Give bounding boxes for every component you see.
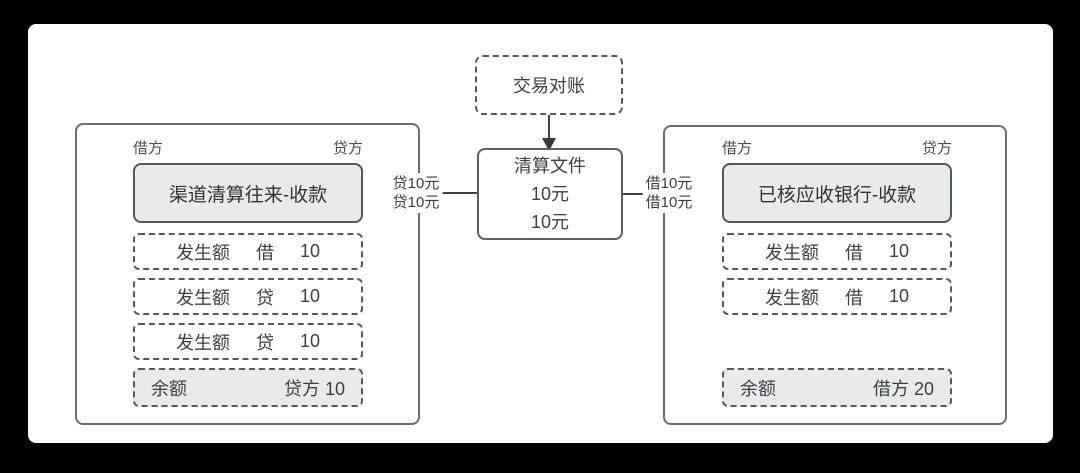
row-item-label: 发生额 <box>764 242 819 263</box>
row-side-label: 贷 <box>255 332 274 353</box>
row-item-label: 发生额 <box>175 242 230 263</box>
left-ledger-row-1: 发生额 借 10 <box>133 233 363 270</box>
node-clearing-file-amount-2: 10元 <box>530 212 570 232</box>
left-ledger-balance-row: 余额 贷方 10 <box>133 368 363 407</box>
arrowhead-down-icon <box>542 138 556 151</box>
arrow-label-credit-line2: 贷10元 <box>392 194 440 211</box>
balance-label: 余额 <box>740 378 776 399</box>
right-ledger-title-box: 已核应收银行-收款 <box>722 163 952 223</box>
arrow-label-credit-line1: 贷10元 <box>392 175 440 192</box>
left-ledger-row-2: 发生额 贷 10 <box>133 278 363 315</box>
balance-value: 贷方 10 <box>283 378 345 399</box>
node-clearing-file-title: 清算文件 <box>514 156 586 176</box>
node-clearing-file-amount-1: 10元 <box>530 184 570 204</box>
right-ledger-column-labels: 借方 贷方 <box>722 137 952 158</box>
right-debit-column-label: 借方 <box>722 140 753 157</box>
node-transaction-reconciliation-label: 交易对账 <box>513 76 585 96</box>
left-ledger-row-3: 发生额 贷 10 <box>133 323 363 360</box>
arrow-label-debit-line2: 借10元 <box>645 194 693 211</box>
right-credit-column-label: 贷方 <box>921 140 952 157</box>
right-ledger-balance-row: 余额 借方 20 <box>722 368 952 407</box>
row-item-label: 发生额 <box>175 332 230 353</box>
left-ledger-title-box: 渠道清算往来-收款 <box>133 163 363 223</box>
row-amount: 10 <box>299 286 321 306</box>
balance-value: 借方 20 <box>872 378 934 399</box>
row-item-label: 发生额 <box>175 287 230 308</box>
left-ledger-column-labels: 借方 贷方 <box>133 137 363 158</box>
row-amount: 10 <box>299 241 321 261</box>
balance-label: 余额 <box>151 378 187 399</box>
right-ledger-title: 已核应收银行-收款 <box>757 184 917 206</box>
arrow-label-debit-line1: 借10元 <box>645 175 693 192</box>
left-ledger-title: 渠道清算往来-收款 <box>168 184 328 206</box>
row-side-label: 贷 <box>255 287 274 308</box>
row-amount: 10 <box>888 286 910 306</box>
row-item-label: 发生额 <box>764 287 819 308</box>
arrow-label-debit: 借10元 借10元 <box>642 173 696 213</box>
arrow-label-credit: 贷10元 贷10元 <box>389 173 443 213</box>
arrow-line-recon-to-clearing <box>548 115 550 141</box>
node-transaction-reconciliation: 交易对账 <box>475 55 623 115</box>
row-side-label: 借 <box>844 242 863 263</box>
right-ledger-row-1: 发生额 借 10 <box>722 233 952 270</box>
row-side-label: 借 <box>255 242 274 263</box>
left-credit-column-label: 贷方 <box>332 140 363 157</box>
left-debit-column-label: 借方 <box>133 140 164 157</box>
node-clearing-file: 清算文件 10元 10元 <box>477 148 623 240</box>
row-amount: 10 <box>299 331 321 351</box>
row-amount: 10 <box>888 241 910 261</box>
row-side-label: 借 <box>844 287 863 308</box>
right-ledger-row-2: 发生额 借 10 <box>722 278 952 315</box>
